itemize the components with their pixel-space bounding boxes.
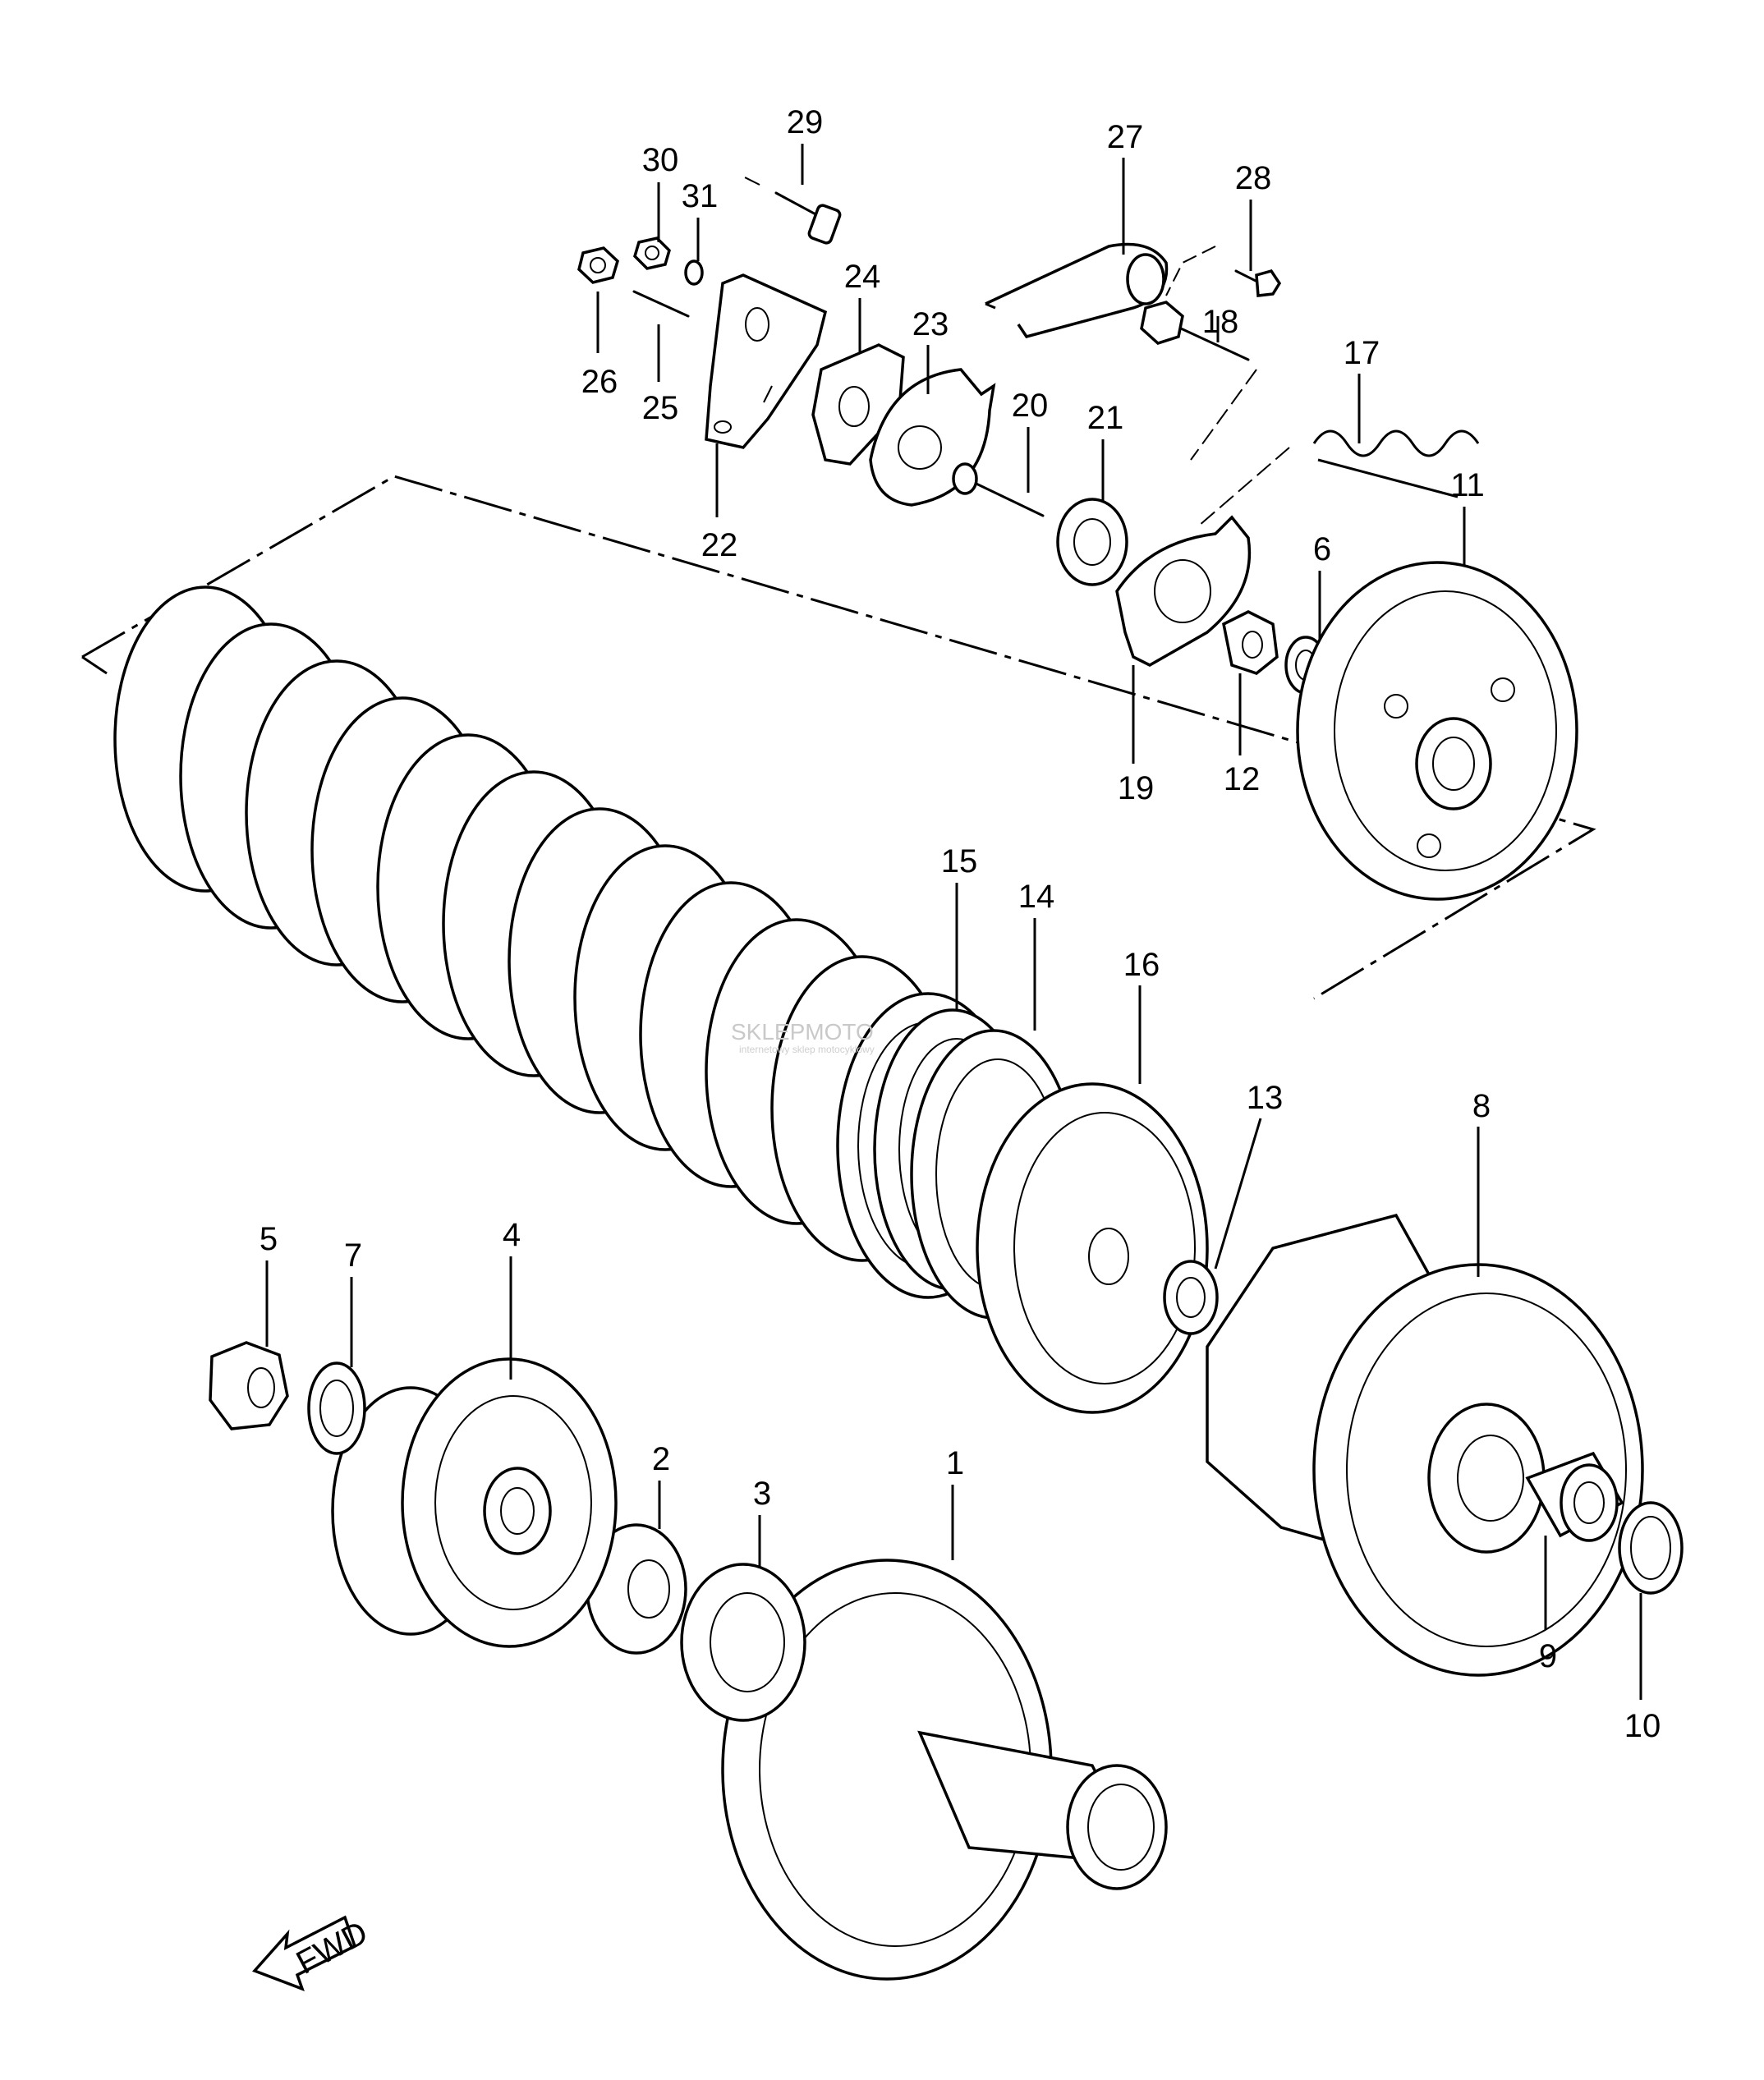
part-29-bolt — [742, 176, 842, 245]
label-20: 20 — [1012, 388, 1049, 424]
label-27: 27 — [1107, 119, 1144, 155]
part-12-nut — [1222, 610, 1279, 675]
label-8: 8 — [1472, 1088, 1491, 1124]
label-4: 4 — [503, 1217, 521, 1253]
label-28: 28 — [1235, 160, 1272, 196]
label-3: 3 — [753, 1476, 771, 1512]
fwd-arrow-icon: FWD — [252, 1914, 374, 1991]
part-20-pin — [952, 462, 1045, 517]
part-16-pressure-plate — [976, 1082, 1209, 1414]
part-9-bush — [1525, 1451, 1624, 1542]
label-23: 23 — [912, 306, 949, 342]
part-18-bolt — [1140, 301, 1257, 461]
label-16: 16 — [1123, 947, 1160, 983]
label-18: 18 — [1202, 304, 1239, 340]
part-11-hub — [1296, 561, 1578, 901]
watermark-subtext: internetowy sklep motocyklowy — [739, 1044, 875, 1055]
part-19-lifter — [1115, 515, 1252, 667]
leader-lines — [265, 144, 1642, 1700]
part-8-housing — [1206, 1213, 1644, 1677]
label-25: 25 — [642, 390, 679, 426]
label-6: 6 — [1313, 531, 1331, 567]
part-25-stud — [632, 290, 690, 318]
label-17: 17 — [1344, 335, 1380, 371]
label-31: 31 — [682, 178, 719, 214]
part-30-nut — [633, 236, 671, 270]
label-26: 26 — [581, 364, 618, 400]
label-15: 15 — [941, 843, 978, 879]
part-17-spring — [1198, 429, 1480, 526]
label-19: 19 — [1118, 770, 1155, 806]
label-7: 7 — [344, 1237, 362, 1274]
part-21-bearing — [1056, 498, 1128, 586]
label-1: 1 — [946, 1445, 964, 1481]
clutch-plate-stack — [113, 585, 1020, 1299]
label-22: 22 — [701, 527, 738, 563]
watermark: SKLEPMOTO internetowy sklep motocyklowy — [731, 1019, 875, 1055]
part-27-arm — [985, 242, 1169, 339]
part-3-bearing — [680, 1563, 806, 1722]
part-26-nut — [577, 246, 619, 284]
part-7-washer — [307, 1361, 366, 1455]
label-24: 24 — [844, 259, 881, 295]
label-13: 13 — [1247, 1080, 1284, 1116]
part-28-bolt — [1165, 246, 1282, 297]
watermark-text: SKLEPMOTO — [731, 1019, 874, 1045]
label-11: 11 — [1450, 467, 1485, 503]
plate-stack-boundary — [81, 475, 1596, 1000]
part-labels: 1 2 3 4 5 6 7 8 9 10 11 12 13 14 15 16 1… — [260, 104, 1661, 1744]
part-5-nut — [209, 1341, 289, 1430]
label-29: 29 — [787, 104, 824, 140]
part-22-bracket — [705, 273, 828, 449]
part-13-washer — [1163, 1260, 1219, 1335]
label-12: 12 — [1224, 761, 1261, 797]
label-30: 30 — [642, 142, 679, 178]
label-10: 10 — [1624, 1708, 1661, 1744]
label-5: 5 — [260, 1221, 278, 1257]
part-31-washer — [684, 259, 704, 286]
label-9: 9 — [1539, 1638, 1557, 1674]
label-14: 14 — [1018, 879, 1055, 915]
label-21: 21 — [1087, 400, 1124, 436]
part-10-washer — [1618, 1501, 1684, 1595]
part-4-shoe-assembly — [331, 1357, 618, 1648]
label-2: 2 — [652, 1441, 670, 1477]
part-1-drum — [721, 1559, 1168, 1981]
part-24-plate — [811, 343, 905, 466]
